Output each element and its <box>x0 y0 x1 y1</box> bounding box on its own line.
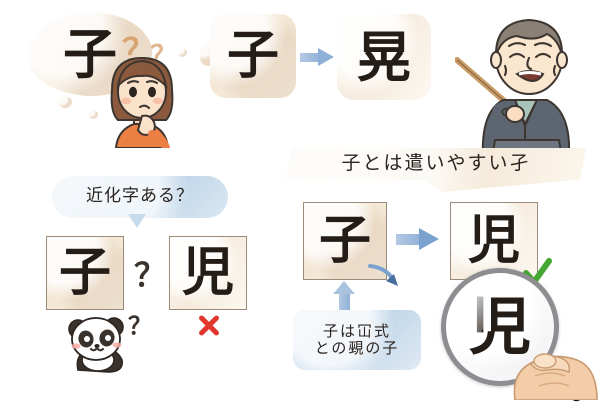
note-bubble-line-2: との覡の子 <box>314 339 400 357</box>
right-compare-box-b: 児 <box>450 202 538 280</box>
right-compare-char-b: 児 <box>467 210 520 271</box>
panda-question-mark: ？ <box>128 312 152 340</box>
magnifying-glass: 児 <box>441 268 586 404</box>
tag-box-character: 子 <box>226 25 279 86</box>
magnifier-lens: 児 <box>441 268 559 386</box>
confused-woman <box>110 56 174 148</box>
note-bubble: 子は冚式 との覡の子 <box>293 310 421 370</box>
x-mark-icon <box>196 312 222 338</box>
tag-box: 子 <box>210 14 296 98</box>
left-compare-char-a: 子 <box>58 242 111 303</box>
result-box: 晃 <box>337 14 431 100</box>
left-compare-box-a: 子 <box>46 236 124 310</box>
blue-bubble-left-text: 近化字ある？ <box>86 186 194 207</box>
note-bubble-line-1: 子は冚式 <box>322 321 391 340</box>
result-box-character: 晃 <box>357 25 411 89</box>
teacher-old-man <box>455 18 571 157</box>
left-compare-box-b: 児 <box>169 236 247 310</box>
thought-bubble: 子 <box>28 12 152 96</box>
blue-bubble-left-tail <box>128 214 146 228</box>
arrow-up-note <box>333 281 355 313</box>
arrow-right-top <box>300 48 334 66</box>
banner-ribbon: 子とは遣いやすい孑 <box>286 148 586 192</box>
left-compare-char-b: 児 <box>181 242 234 303</box>
thought-dot-large <box>58 96 72 108</box>
left-compare-question: ？ <box>134 256 167 294</box>
blue-bubble-left: 近化字ある？ <box>52 176 228 218</box>
right-compare-char-a: 子 <box>318 210 371 271</box>
arrow-right-compare <box>396 228 440 250</box>
hand-holding-magnifier <box>513 353 598 400</box>
thought-bubble-character: 子 <box>63 22 117 86</box>
thought-dot-small <box>178 48 187 57</box>
panda-mascot <box>68 317 124 373</box>
curved-hook-arrow <box>368 264 398 286</box>
banner-text: 子とは遣いやすい孑 <box>341 152 531 174</box>
thought-dot-medium <box>88 110 98 119</box>
